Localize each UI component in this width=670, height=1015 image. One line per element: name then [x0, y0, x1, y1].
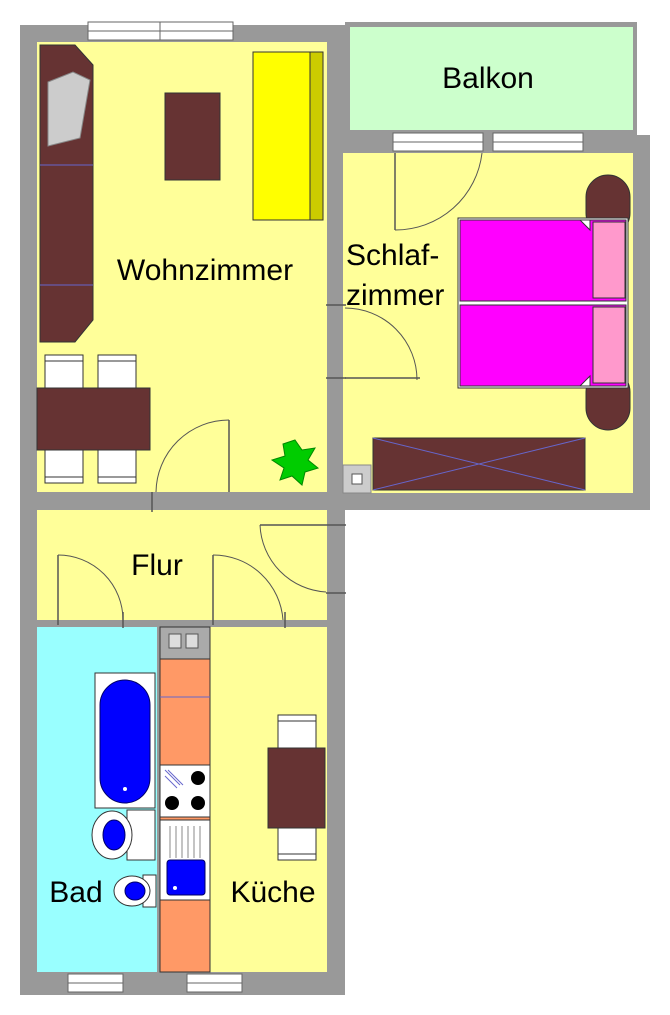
chair: [44, 354, 84, 391]
window-kueche: [186, 973, 243, 993]
chair: [97, 447, 137, 484]
label-balkon: Balkon: [442, 62, 534, 95]
chair: [97, 354, 137, 391]
toilet: [113, 874, 157, 908]
floor-balkon: [350, 27, 633, 130]
door-flur-entrance: [259, 524, 346, 594]
washbasin: [91, 809, 156, 861]
wardrobe: [372, 437, 586, 491]
door-flur-kueche: [212, 554, 286, 628]
kitchen-table-set: [267, 714, 326, 861]
door-flur-bad: [57, 554, 124, 628]
tv-icon: [47, 71, 91, 147]
double-bed: [457, 174, 631, 431]
sink: [159, 819, 211, 901]
door-wohnzimmer-schlafzimmer: [326, 304, 420, 381]
dining-table: [36, 387, 151, 451]
sofa: [252, 51, 324, 221]
window-schlafzimmer-left: [392, 132, 484, 152]
stove: [159, 764, 211, 818]
pillow: [592, 221, 626, 299]
chair: [277, 824, 317, 861]
floor-flur: [37, 510, 327, 620]
pillow: [592, 306, 626, 384]
door-wohnzimmer-flur: [151, 419, 230, 512]
label-flur: Flur: [131, 549, 183, 582]
kitchen-table: [267, 747, 326, 829]
label-kueche: Küche: [230, 876, 315, 909]
bathtub: [94, 672, 156, 809]
door-balkon: [394, 152, 483, 231]
dining-set: [36, 354, 151, 484]
coffee-table: [164, 92, 221, 181]
radiator-box: [342, 464, 372, 494]
label-schlafzimmer-line1: Schlaf-: [346, 239, 439, 272]
chair: [44, 447, 84, 484]
window-wohnzimmer: [87, 21, 234, 41]
window-bad: [67, 973, 124, 993]
chair: [277, 714, 317, 751]
label-bad: Bad: [49, 876, 102, 909]
shelf-unit: [39, 44, 94, 343]
plant-icon: [270, 439, 320, 486]
window-schlafzimmer-right: [492, 132, 584, 152]
label-schlafzimmer-line2: zimmer: [346, 279, 444, 312]
label-wohnzimmer: Wohnzimmer: [117, 254, 293, 287]
